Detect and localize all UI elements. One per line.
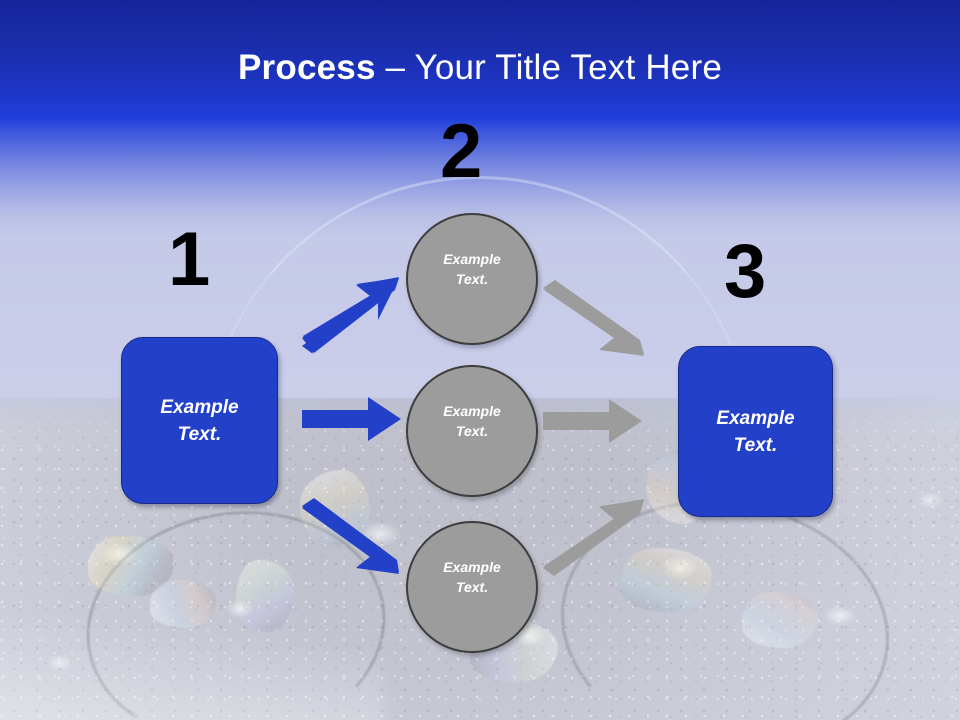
slide-title: Process – Your Title Text Here <box>0 47 960 89</box>
stage-two-circle[interactable]: Example Text. <box>406 213 538 345</box>
step-number-1: 1 <box>168 217 211 302</box>
arrow-up-right-icon <box>541 498 651 581</box>
stage-one-box-text: Example Text. <box>160 396 239 445</box>
stage-two-circle-text: Example Text. <box>443 251 501 287</box>
stage-two-circle-text: Example Text. <box>443 403 501 439</box>
stage-two-circle[interactable]: Example Text. <box>406 521 538 653</box>
arrow-down-right-icon <box>541 280 651 363</box>
stage-three-box-text: Example Text. <box>716 407 795 456</box>
arrow-down-right-icon <box>300 498 404 581</box>
step-number-2: 2 <box>440 109 483 194</box>
stage-two-circle[interactable]: Example Text. <box>406 365 538 497</box>
stage-two-circle-text: Example Text. <box>443 559 501 595</box>
stage-three-box[interactable]: Example Text. <box>678 346 833 517</box>
background-bubble-shard <box>88 536 174 596</box>
title-banner: Process – Your Title Text Here <box>0 0 960 118</box>
step-number-3: 3 <box>724 229 767 314</box>
slide-title-rest: – Your Title Text Here <box>375 48 722 87</box>
arrow-right-icon <box>302 396 402 447</box>
arrow-up-right-icon <box>300 276 404 359</box>
slide-title-bold: Process <box>238 48 376 87</box>
arrow-right-icon <box>543 398 643 449</box>
stage-one-box[interactable]: Example Text. <box>121 337 278 504</box>
background-bubble-shard <box>742 592 818 648</box>
background-bubble-shard <box>620 548 712 612</box>
